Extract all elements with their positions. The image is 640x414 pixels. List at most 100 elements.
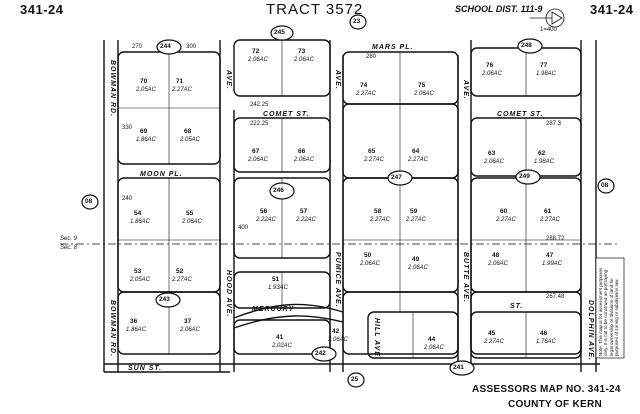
street-st-south: ST.	[510, 303, 524, 310]
parcel-acreage: 2.06AC	[482, 71, 503, 77]
parcel-acreage: 2.05AC	[180, 137, 201, 143]
parcel-acreage: 2.27AC	[496, 217, 517, 223]
block-243: 243	[159, 296, 170, 303]
parcel-acreage: 1.98AC	[536, 71, 557, 77]
parcel-number: 51	[272, 276, 280, 283]
parcel-acreage: 2.06AC	[328, 337, 349, 343]
parcel-acreage: 2.06AC	[488, 261, 509, 267]
dim-400: 400	[238, 225, 249, 231]
parcel-acreage: 2.02AC	[272, 343, 293, 349]
dim-287-3: 287.3	[546, 121, 562, 127]
parcel-number: 58	[374, 208, 382, 215]
parcel-number: 50	[364, 252, 372, 259]
dim-270: 270	[132, 44, 143, 50]
dim-330: 330	[122, 125, 133, 131]
street-comet-east: COMET ST.	[497, 111, 544, 118]
parcel-acreage: 2.22AC	[296, 217, 317, 223]
block-246: 246	[273, 187, 284, 194]
parcel-number: 62	[538, 150, 546, 157]
parcel-acreage: 1.93AC	[268, 285, 289, 291]
parcel-number: 49	[412, 256, 420, 263]
block-244: 244	[160, 43, 171, 50]
parcel-acreage: 2.06AC	[294, 157, 315, 163]
dim-280: 280	[366, 54, 377, 60]
parcel-acreage: 2.27AC	[172, 277, 193, 283]
parcel-acreage: 1.86AC	[126, 327, 147, 333]
scale-label: 1=400	[540, 27, 557, 33]
page-number-right: 341-24	[590, 2, 634, 17]
parcel-acreage: 2.06AC	[414, 91, 435, 97]
parcel-number: 55	[186, 210, 194, 217]
street-bowman-rd: BOWMAN RD.	[109, 60, 116, 118]
north-arrow-icon	[530, 8, 565, 28]
street-pumice: PUMICE AVE.	[334, 252, 341, 308]
parcel-acreage: 2.27AC	[406, 217, 427, 223]
parcel-number: 42	[332, 328, 340, 335]
parcel-number: 48	[492, 252, 500, 259]
parcel-number: 56	[260, 208, 268, 215]
parcel-acreage: 2.06AC	[248, 57, 269, 63]
parcel-number: 52	[176, 268, 184, 275]
parcel-number: 59	[410, 208, 418, 215]
parcel-acreage: 2.06AC	[484, 159, 505, 165]
parcel-number: 47	[546, 252, 554, 259]
parcel-acreage: 2.22AC	[256, 217, 277, 223]
parcel-number: 68	[184, 128, 192, 135]
assessor-map-number: ASSESSORS MAP NO. 341-24	[472, 384, 621, 395]
dim-222-25: 222.25	[250, 121, 269, 127]
parcel-number: 67	[252, 148, 260, 155]
road-08-east: 08	[601, 182, 609, 189]
block-242: 242	[315, 350, 326, 357]
parcel-number: 72	[252, 48, 260, 55]
school-district: SCHOOL DIST. 111-9	[455, 4, 543, 14]
parcel-number: 41	[276, 334, 284, 341]
block-249: 249	[519, 173, 530, 180]
parcel-acreage: 2.27AC	[540, 217, 561, 223]
parcel-acreage: 1.98AC	[534, 159, 555, 165]
parcel-acreage: 2.06AC	[248, 157, 269, 163]
block-241: 241	[453, 364, 464, 371]
parcel-number: 61	[544, 208, 552, 215]
parcel-acreage: 2.27AC	[484, 339, 505, 345]
street-ave-east: AVE.	[462, 80, 469, 100]
parcel-number: 76	[486, 62, 494, 69]
tract-title: TRACT 3572	[266, 1, 364, 18]
parcel-number: 37	[184, 318, 192, 325]
street-comet-west: COMET ST.	[263, 111, 310, 118]
block-247: 247	[391, 174, 402, 181]
parcel-acreage: 2.06AC	[182, 219, 203, 225]
parcel-number: 63	[488, 150, 496, 157]
street-ave-west: AVE.	[225, 70, 232, 90]
parcel-acreage: 2.06AC	[408, 265, 429, 271]
dim-267-48: 267.48	[546, 294, 565, 300]
street-mercury: MERCURY	[252, 306, 295, 313]
section-9-label: Sec. 9	[60, 236, 78, 242]
section-8-label: Sec. 8	[60, 245, 78, 251]
street-bowman: BOWMAN RD.	[109, 300, 116, 358]
parcel-number: 74	[360, 82, 368, 89]
parcel-number: 36	[130, 318, 138, 325]
parcel-number: 70	[140, 78, 148, 85]
parcel-acreage: 2.05AC	[130, 277, 151, 283]
dim-300: 300	[186, 44, 197, 50]
road-25: 25	[351, 376, 359, 383]
parcel-acreage: 1.99AC	[542, 261, 563, 267]
parcel-number: 44	[428, 336, 436, 343]
block-248: 248	[521, 42, 532, 49]
parcel-acreage: 2.06AC	[180, 327, 201, 333]
dim-240: 240	[122, 196, 133, 202]
street-hill: HILL AVE.	[373, 318, 380, 360]
parcel-acreage: 1.76AC	[536, 339, 557, 345]
parcel-number: 73	[298, 48, 306, 55]
street-ave-mid: AVE.	[334, 70, 341, 90]
parcel-number: 69	[140, 128, 148, 135]
parcel-number: 66	[298, 148, 306, 155]
parcel-acreage: 2.27AC	[408, 157, 429, 163]
parcel-acreage: 2.27AC	[364, 157, 385, 163]
parcel-acreage: 2.27AC	[172, 87, 193, 93]
parcel-acreage: 2.06AC	[424, 345, 445, 351]
block-23: 23	[353, 18, 361, 25]
parcel-number: 65	[368, 148, 376, 155]
parcel-number: 45	[488, 330, 496, 337]
